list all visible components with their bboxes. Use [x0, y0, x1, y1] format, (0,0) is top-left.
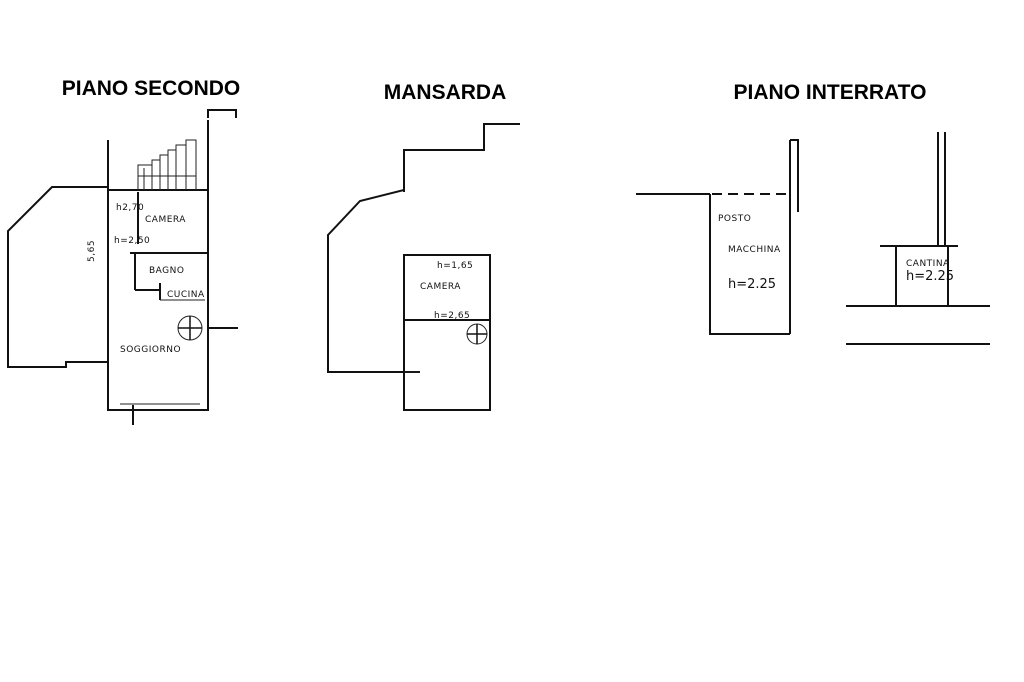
staircase: [137, 139, 197, 190]
label-posto: POSTO: [718, 214, 751, 224]
label-dimension: 5,65: [87, 240, 97, 262]
heading-piano-interrato: PIANO INTERRATO: [734, 81, 927, 104]
label-soggiorno: SOGGIORNO: [120, 345, 181, 355]
label-cantina-height: h=2.25: [906, 269, 954, 284]
label-cantina: CANTINA: [906, 259, 950, 269]
terrace-outline: [7, 186, 108, 368]
label-camera: CAMERA: [145, 215, 186, 225]
boiler-symbol: [177, 315, 203, 341]
heading-piano-secondo: PIANO SECONDO: [62, 77, 241, 100]
mansarda-room: [403, 254, 491, 411]
plan-piano-secondo: CAMERA BAGNO CUCINA SOGGIORNO h2,70 h=2,…: [7, 109, 238, 425]
boiler-symbol: [466, 323, 488, 345]
label-height-top: h=1,65: [437, 261, 473, 271]
garage-pillar: [790, 139, 799, 212]
heading-mansarda: MANSARDA: [384, 81, 507, 104]
plan-mansarda: h=1,65 CAMERA h=2,65: [327, 123, 520, 411]
garage-walls: [709, 194, 790, 335]
label-height-bottom: h=2,65: [434, 311, 470, 321]
label-posto-height: h=2.25: [728, 277, 776, 292]
boundary-wall: [207, 109, 237, 118]
label-camera: CAMERA: [420, 282, 461, 292]
plan-piano-interrato: POSTO MACCHINA h=2.25 CANTINA h=2.25: [636, 132, 990, 345]
label-bagno: BAGNO: [149, 266, 184, 276]
label-macchina: MACCHINA: [728, 245, 781, 255]
label-height-small: h2,70: [116, 203, 144, 213]
label-height-camera: h=2,50: [114, 236, 150, 246]
mansarda-outline: [327, 123, 520, 373]
label-cucina: CUCINA: [167, 290, 205, 300]
